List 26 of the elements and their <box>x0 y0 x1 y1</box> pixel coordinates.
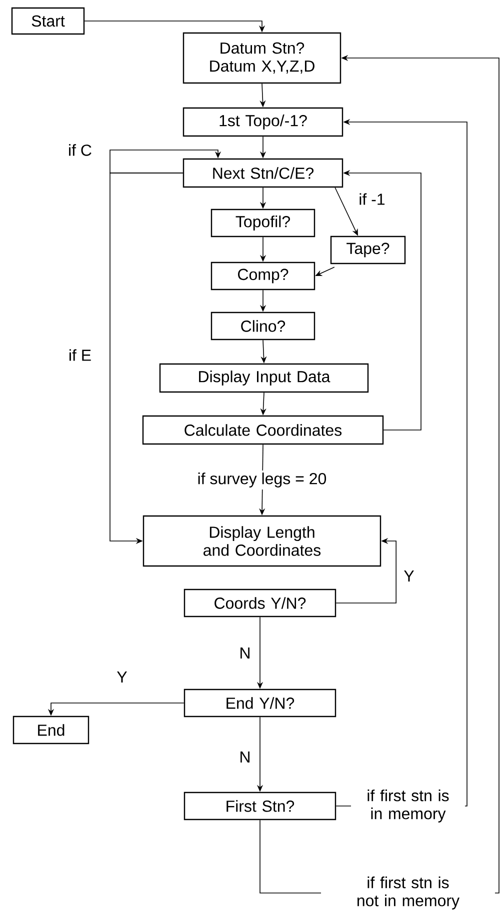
process-box: Display Length and Coordinates <box>142 515 382 567</box>
process-box: Comp? <box>210 262 316 290</box>
process-box: Clino? <box>210 312 316 340</box>
edge-label: Y <box>114 670 130 684</box>
process-box: Start <box>11 7 85 35</box>
process-box: Datum Stn? Datum X,Y,Z,D <box>182 32 342 84</box>
edge-label: N <box>237 750 253 764</box>
edge-label: if survey legs = 20 <box>195 470 329 490</box>
process-box: Calculate Coordinates <box>142 415 384 445</box>
arrow <box>110 150 222 174</box>
process-box: End <box>12 716 90 744</box>
edge-label: Y <box>402 568 416 584</box>
process-box: 1st Topo/-1? <box>182 107 344 137</box>
edge-label: if first stn is not in memory <box>321 874 495 912</box>
edge-label: N <box>237 646 253 660</box>
process-box: First Stn? <box>184 792 336 820</box>
process-box: Topofil? <box>210 208 316 238</box>
process-box: Coords Y/N? <box>184 588 336 618</box>
edge-label: if C <box>66 142 94 158</box>
process-box: Next Stn/C/E? <box>182 158 344 188</box>
edge-label: if first stn is in memory <box>351 788 465 824</box>
process-box: Display Input Data <box>159 363 369 393</box>
edge-label: if -1 <box>356 191 388 207</box>
process-box: End Y/N? <box>184 688 336 718</box>
process-box: Tape? <box>330 236 406 264</box>
edge-label: if E <box>66 347 94 363</box>
